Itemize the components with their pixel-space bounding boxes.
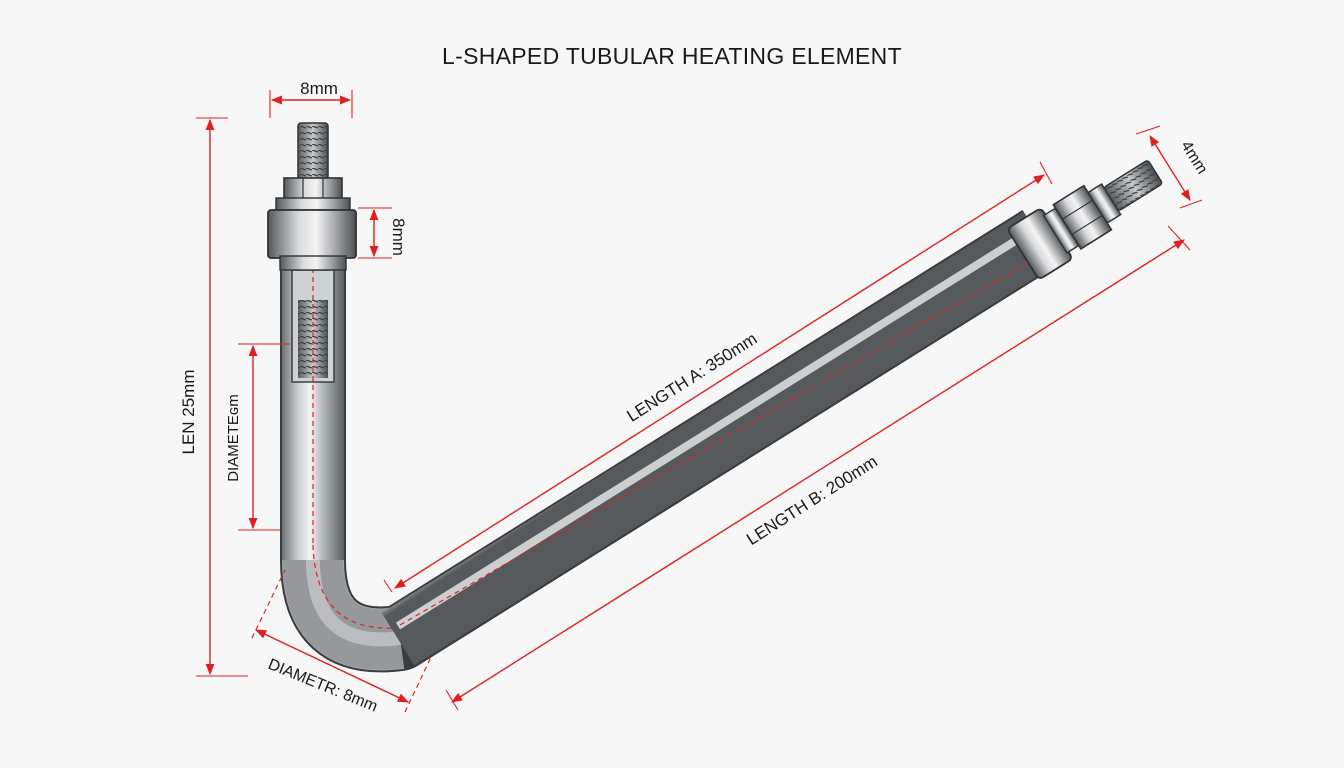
right-terminal: [1008, 159, 1163, 279]
dim-top-thread-width: 8mm: [269, 79, 353, 118]
tube-body: [280, 210, 1058, 673]
dim-vertical-length: LEN 25mm: [179, 117, 248, 677]
dim-vertical-diameter: DIAMETEɢm: [225, 343, 290, 531]
dim-nut-height: 8mm: [358, 207, 408, 259]
dim-length-b: LENGTH B: 200mm: [445, 225, 1191, 711]
label-vertical-diameter: DIAMETEɢm: [225, 394, 242, 482]
dim-length-a: LENGTH A: 350mm: [383, 161, 1053, 593]
label-nut-height: 8mm: [389, 218, 408, 256]
label-vertical-length: LEN 25mm: [179, 369, 198, 454]
top-terminal: [267, 122, 357, 271]
diagram-title: L-SHAPED TUBULAR HEATING ELEMENT: [442, 43, 902, 69]
label-top-thread-width: 8mm: [300, 79, 338, 98]
label-right-thread: 4mm: [1177, 138, 1210, 177]
label-length-b: LENGTH B: 200mm: [743, 452, 881, 549]
